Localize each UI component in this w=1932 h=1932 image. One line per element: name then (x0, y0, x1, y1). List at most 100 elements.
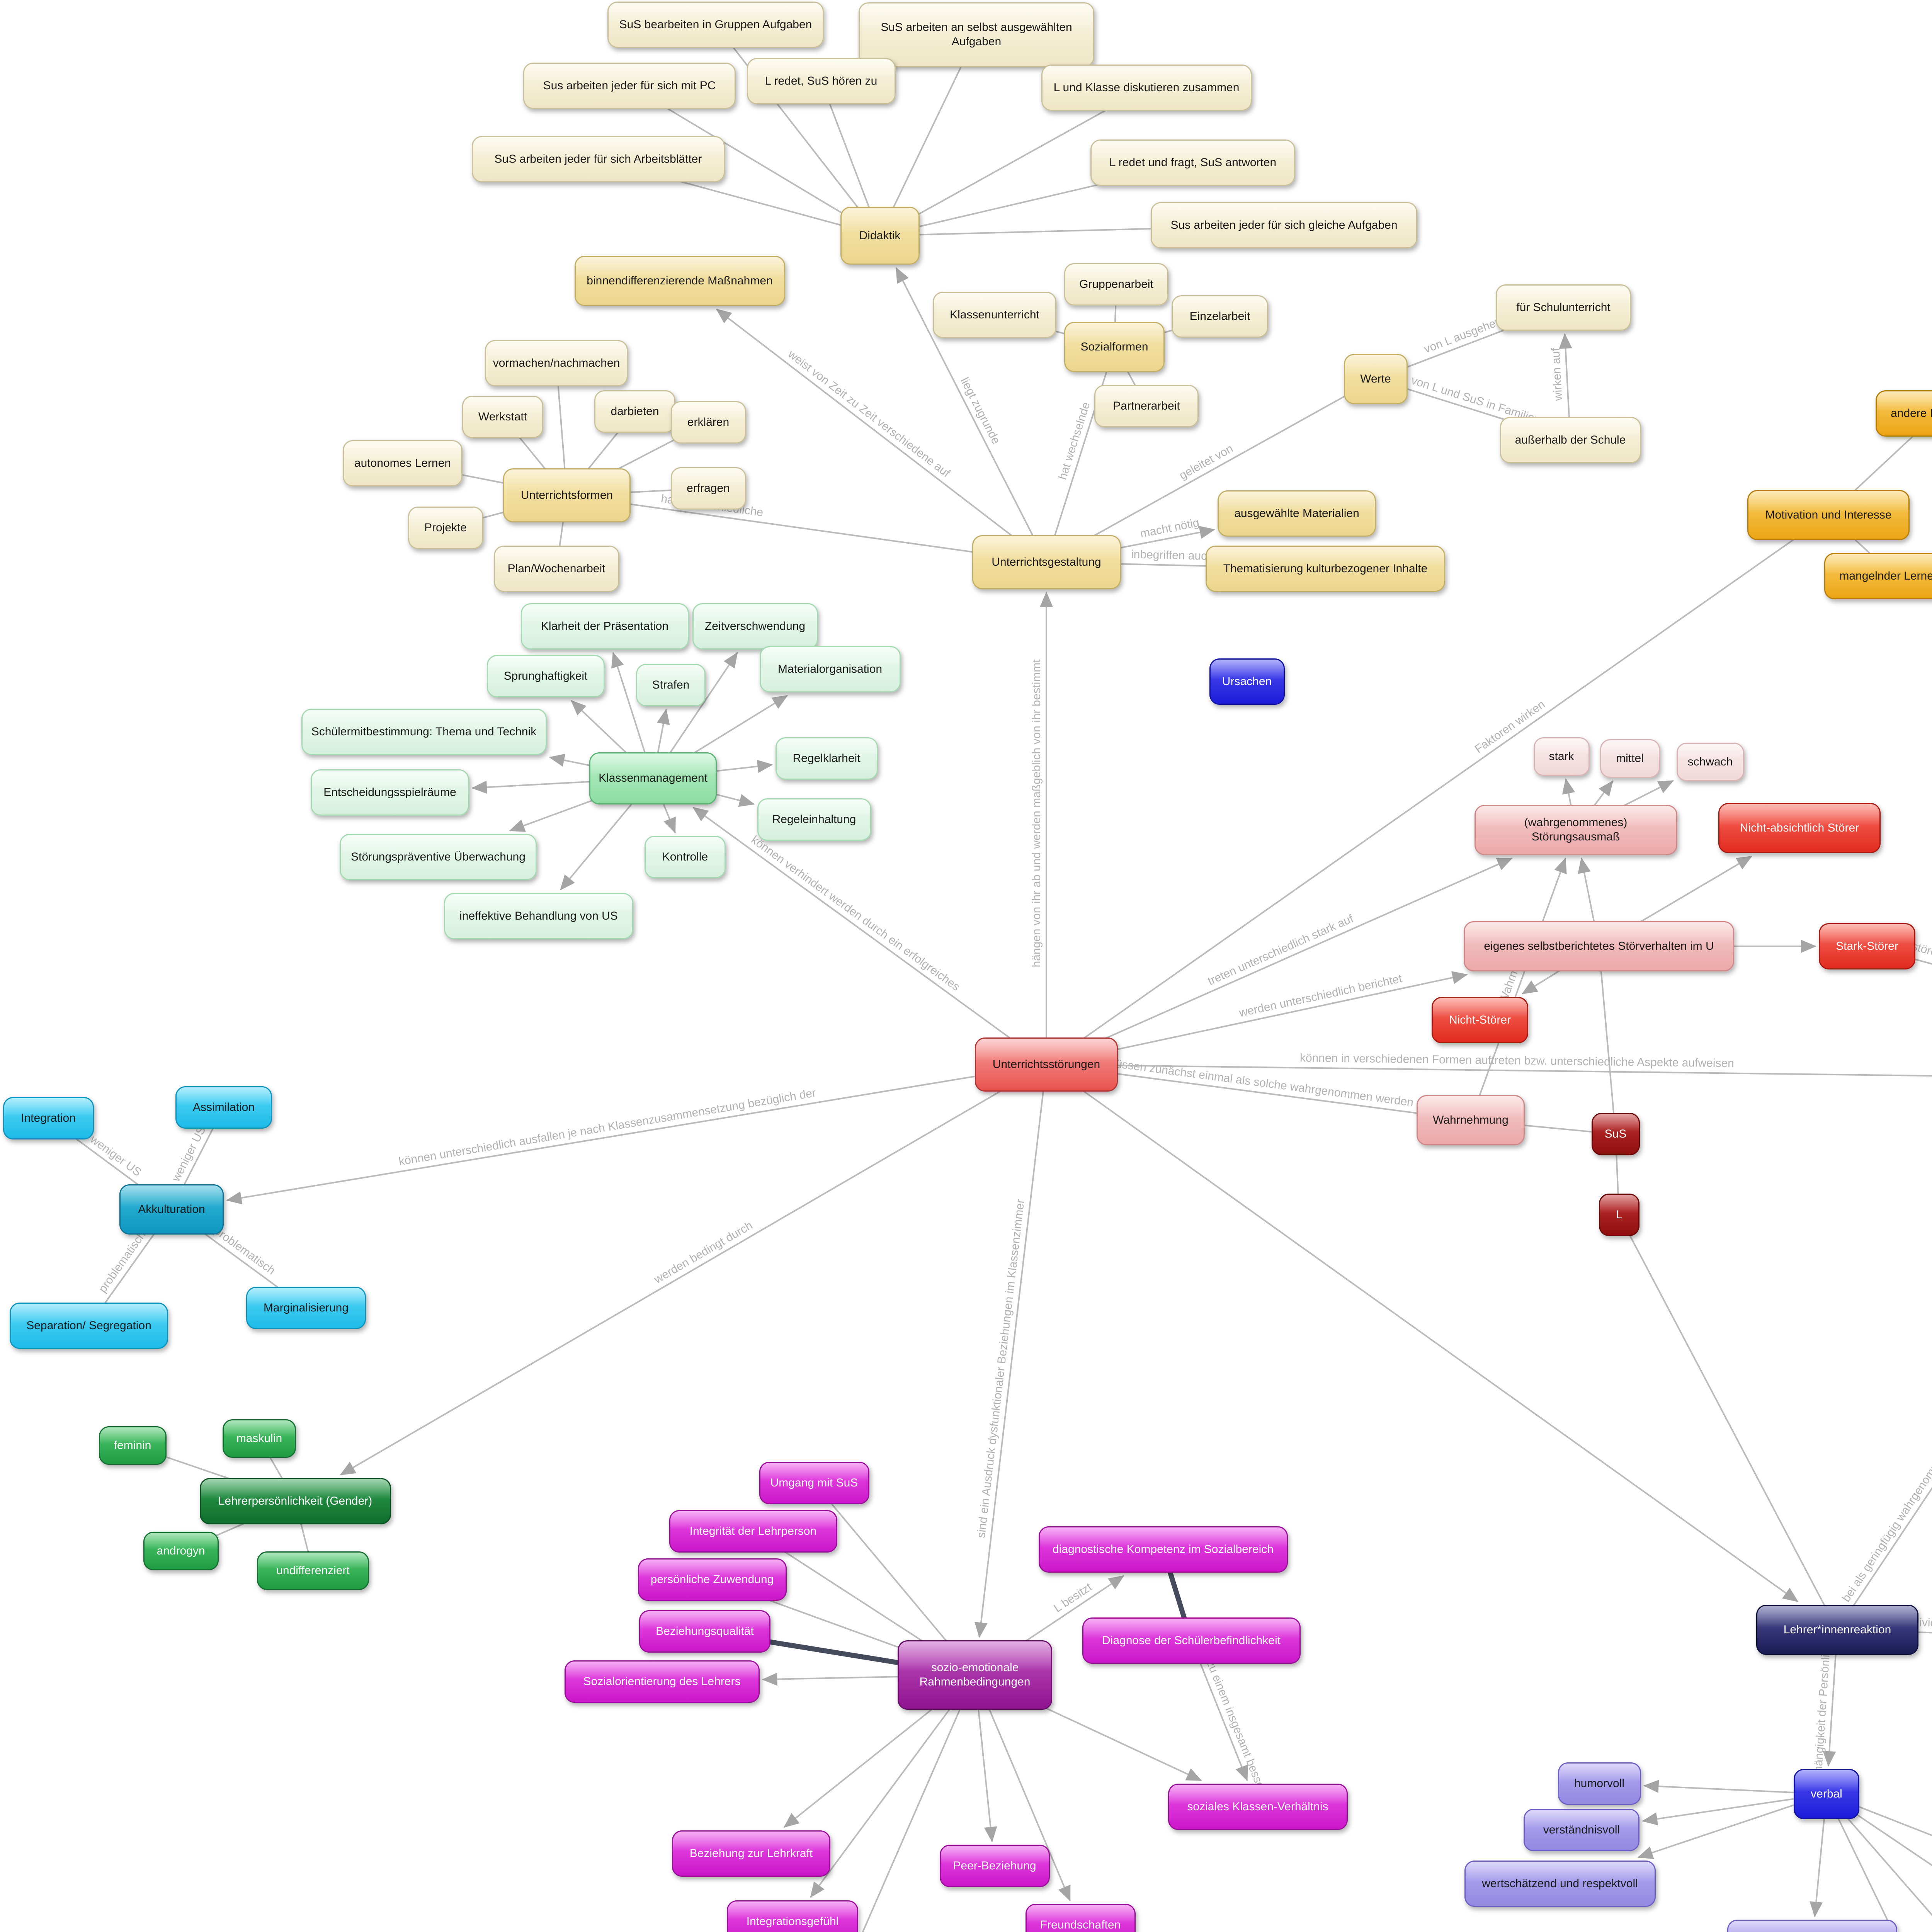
node-g12[interactable]: ineffektive Behandlung von US (444, 893, 633, 939)
node-g6[interactable]: Schülermitbestimmung: Thema und Technik (301, 709, 547, 755)
edge-label-akkulturation-marginal: problematisch (212, 1224, 277, 1277)
edge-verbal-bel (1826, 1794, 1894, 1932)
node-ausmass[interactable]: (wahrgenommenes) Störungsausmaß (1474, 805, 1677, 855)
node-droht[interactable]: droht mit schlechter Note (1727, 1920, 1897, 1932)
node-stoerungen[interactable]: Unterrichtsstörungen (975, 1037, 1118, 1092)
node-sozemo[interactable]: sozio-emotionale Rahmenbedingungen (898, 1640, 1052, 1710)
node-manglern[interactable]: mangelnder Lerneifer (1824, 553, 1932, 599)
node-sozor[interactable]: Sozialorientierung des Lehrers (564, 1660, 760, 1703)
node-werkstatt[interactable]: Werkstatt (462, 396, 543, 438)
node-ursachen[interactable]: Ursachen (1209, 658, 1285, 705)
edge-ugestaltung-uformen (566, 495, 1047, 563)
node-vormach[interactable]: vormachen/nachmachen (485, 340, 628, 386)
node-integgef[interactable]: Integrationsgefühl (727, 1900, 858, 1932)
node-androgyn[interactable]: androgyn (143, 1532, 219, 1570)
node-marginal[interactable]: Marginalisierung (246, 1287, 366, 1329)
node-sozklassen[interactable]: soziales Klassen-Verhältnis (1168, 1784, 1348, 1830)
node-d4[interactable]: L redet, SuS hören zu (747, 58, 896, 104)
node-andint[interactable]: andere Interessen (1876, 390, 1932, 437)
node-starkstoerer[interactable]: Stark-Störer (1819, 923, 1915, 969)
node-bezlehr[interactable]: Beziehung zur Lehrkraft (672, 1830, 830, 1877)
node-ausgmat[interactable]: ausgewählte Materialien (1218, 490, 1376, 537)
node-nichtstoerer[interactable]: Nicht-Störer (1432, 997, 1528, 1043)
edge-label-ugestaltung-sozialformen: hat wechselnde (1056, 401, 1092, 481)
node-g10[interactable]: Störungspräventive Überwachung (340, 834, 537, 880)
node-sozialformen[interactable]: Sozialformen (1064, 322, 1165, 372)
node-klassenunt[interactable]: Klassenunterricht (933, 292, 1056, 338)
node-g11[interactable]: Kontrolle (645, 836, 726, 878)
node-bezqual[interactable]: Beziehungsqualität (639, 1610, 770, 1653)
node-integritaet[interactable]: Integrität der Lehrperson (669, 1510, 837, 1553)
node-umgang[interactable]: Umgang mit SuS (759, 1462, 869, 1504)
node-d5[interactable]: L und Klasse diskutieren zusammen (1041, 65, 1252, 111)
node-darbieten[interactable]: darbieten (594, 390, 675, 433)
node-wahrnehmung[interactable]: Wahrnehmung (1417, 1095, 1525, 1145)
node-g3[interactable]: Sprunghaftigkeit (486, 655, 605, 697)
node-undiff[interactable]: undifferenziert (257, 1551, 369, 1590)
edge-stoerungen-ausmass (1046, 857, 1513, 1065)
node-motiv[interactable]: Motivation und Interesse (1747, 490, 1910, 540)
node-autlernen[interactable]: autonomes Lernen (343, 440, 463, 486)
node-peer[interactable]: Peer-Beziehung (939, 1845, 1050, 1887)
edge-label-stoerungen-sozemo: sind ein Ausdruck dysfunktionaler Bezieh… (975, 1199, 1027, 1539)
node-d3[interactable]: Sus arbeiten jeder für sich mit PC (523, 63, 736, 109)
node-g2[interactable]: Zeitverschwendung (692, 603, 818, 650)
node-d2[interactable]: SuS arbeiten an selbst ausgewählten Aufg… (859, 2, 1094, 67)
node-g8[interactable]: Entscheidungsspielräume (311, 769, 469, 816)
node-l[interactable]: L (1599, 1194, 1639, 1236)
node-erklaeren[interactable]: erklären (670, 401, 746, 444)
node-schwach[interactable]: schwach (1676, 743, 1744, 781)
edge-l-lreaktion (1618, 1214, 1838, 1630)
node-lreaktion[interactable]: Lehrer*innenreaktion (1756, 1605, 1918, 1655)
node-diagschueler[interactable]: Diagnose der Schülerbefindlichkeit (1082, 1617, 1301, 1664)
node-d8[interactable]: Sus arbeiten jeder für sich gleiche Aufg… (1151, 202, 1417, 248)
edge-stoerungen-sozemo (975, 1064, 1047, 1638)
edge-stoerungen-kman (692, 806, 1047, 1065)
edge-stoerungen-eigenes (1046, 971, 1468, 1065)
node-eigenes[interactable]: eigenes selbstberichtetes Störverhalten … (1464, 921, 1734, 971)
node-separation[interactable]: Separation/ Segregation (10, 1303, 168, 1349)
node-fschul[interactable]: für Schulunterricht (1496, 284, 1631, 331)
node-werts[interactable]: wertschätzend und respektvoll (1464, 1861, 1656, 1907)
node-verbal[interactable]: verbal (1794, 1769, 1859, 1819)
node-g4[interactable]: Strafen (636, 664, 706, 706)
node-akkulturation[interactable]: Akkulturation (119, 1184, 224, 1235)
node-mittel[interactable]: mittel (1600, 739, 1660, 778)
node-d7[interactable]: L redet und fragt, SuS antworten (1090, 139, 1295, 186)
node-verst[interactable]: verständnisvoll (1524, 1809, 1639, 1851)
node-uformen[interactable]: Unterrichtsformen (503, 468, 631, 522)
edge-label-ugestaltung-themkult: inbegriffen auch (1131, 548, 1214, 563)
node-gruppenarb[interactable]: Gruppenarbeit (1064, 263, 1168, 306)
node-erfragen[interactable]: erfragen (670, 467, 746, 510)
node-nabstoerer[interactable]: Nicht-absichtlich Störer (1718, 803, 1881, 853)
node-projekte[interactable]: Projekte (408, 507, 483, 549)
node-humor[interactable]: humorvoll (1558, 1762, 1641, 1805)
node-g9[interactable]: Regeleinhaltung (757, 798, 871, 841)
node-freunde[interactable]: Freundschaften (1025, 1904, 1136, 1932)
node-einzelarb[interactable]: Einzelarbeit (1172, 295, 1268, 338)
edge-label-stoerungen-eigenes: werden unterschiedlich berichtet (1238, 972, 1403, 1020)
node-didaktik[interactable]: Didaktik (840, 207, 920, 265)
node-d6[interactable]: SuS arbeiten jeder für sich Arbeitsblätt… (471, 136, 725, 182)
node-lehrerpers[interactable]: Lehrerpersönlichkeit (Gender) (199, 1478, 391, 1524)
node-sus[interactable]: SuS (1591, 1113, 1640, 1155)
node-ugestaltung[interactable]: Unterrichtsgestaltung (972, 535, 1121, 589)
node-stark[interactable]: stark (1533, 737, 1590, 776)
node-binnen[interactable]: binnendifferenzierende Maßnahmen (574, 256, 785, 306)
node-partnerarb[interactable]: Partnerarbeit (1094, 385, 1199, 427)
node-ausserschule[interactable]: außerhalb der Schule (1500, 417, 1641, 463)
node-maskulin[interactable]: maskulin (223, 1419, 296, 1458)
node-planwochen[interactable]: Plan/Wochenarbeit (493, 546, 619, 592)
node-g7[interactable]: Regelklarheit (775, 737, 878, 780)
node-diagkomp[interactable]: diagnostische Kompetenz im Sozialbereich (1038, 1526, 1288, 1573)
node-assimilation[interactable]: Assimilation (175, 1086, 272, 1129)
node-integration[interactable]: Integration (3, 1097, 94, 1139)
node-kman[interactable]: Klassenmanagement (589, 752, 717, 804)
node-g5[interactable]: Materialorganisation (759, 646, 901, 692)
node-perszuw[interactable]: persönliche Zuwendung (638, 1558, 787, 1601)
node-themkult[interactable]: Thematisierung kulturbezogener Inhalte (1206, 546, 1445, 592)
node-feminin[interactable]: feminin (99, 1426, 167, 1465)
node-g1[interactable]: Klarheit der Präsentation (520, 603, 689, 650)
node-d1[interactable]: SuS bearbeiten in Gruppen Aufgaben (607, 2, 824, 48)
node-werte[interactable]: Werte (1344, 354, 1408, 404)
